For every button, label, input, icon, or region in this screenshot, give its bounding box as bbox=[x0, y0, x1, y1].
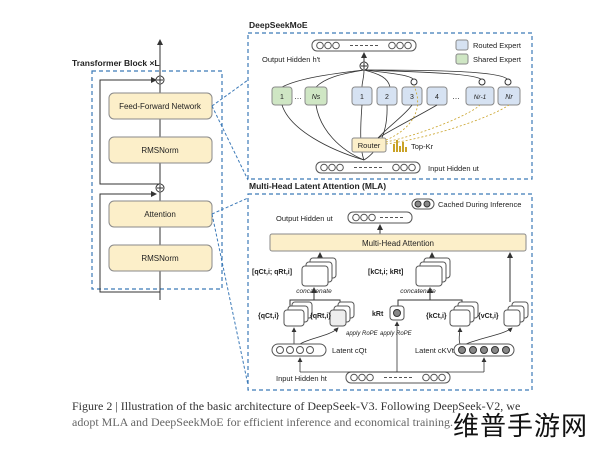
rmsnorm-label-2: RMSNorm bbox=[141, 254, 179, 263]
routed-expert-1-label: 1 bbox=[360, 94, 364, 101]
mla-output-vector bbox=[347, 211, 413, 224]
rmsnorm-label-1: RMSNorm bbox=[141, 146, 179, 155]
kr-label: kRt bbox=[372, 311, 384, 318]
transformer-block-frame bbox=[91, 70, 223, 290]
shared-ellipsis: … bbox=[294, 92, 302, 101]
latent-ckv-label: Latent cKVt bbox=[415, 346, 455, 355]
mla-output-hidden-label: Output Hidden ut bbox=[276, 214, 334, 223]
watermark-logo: 维普手游网 bbox=[452, 412, 588, 442]
latent-cq-label: Latent cQt bbox=[332, 346, 368, 355]
moe-title: DeepSeekMoE bbox=[249, 20, 308, 30]
caption-line-2: adopt MLA and DeepSeekMoE for efficient … bbox=[72, 415, 453, 429]
routed-expert-3-label: 3 bbox=[410, 94, 414, 101]
routed-expert-nr-label: Nr bbox=[505, 94, 513, 101]
topk-bars-icon bbox=[393, 140, 407, 152]
qr-label: {qRt,i} bbox=[310, 313, 331, 320]
topk-label: Top-Kr bbox=[411, 142, 434, 151]
shared-expert-1-label: 1 bbox=[280, 94, 284, 101]
transformer-block-title: Transformer Block ×L bbox=[72, 58, 160, 68]
k-concat-stack bbox=[415, 257, 451, 287]
kc-label: {kCt,i} bbox=[426, 313, 447, 320]
q-apply-rope-label: apply RoPE bbox=[346, 331, 379, 337]
caption-line-1: Figure 2 | Illustration of the basic arc… bbox=[72, 399, 521, 413]
attention-label: Attention bbox=[144, 210, 176, 219]
routed-expert-nr-1-label: Nr-1 bbox=[474, 94, 487, 101]
k-concatenate-label: concatenate bbox=[400, 288, 436, 295]
qr-stack bbox=[329, 301, 355, 327]
latent-cq-vector bbox=[271, 343, 327, 357]
cached-icon bbox=[411, 198, 435, 210]
q-concat-label: [qCt,i; qRt,i] bbox=[252, 269, 292, 276]
vc-stack bbox=[503, 301, 529, 327]
legend-routed-swatch bbox=[455, 39, 469, 51]
mla-frame bbox=[247, 193, 533, 391]
router-label: Router bbox=[358, 141, 381, 150]
vc-label: {vCt,i} bbox=[478, 313, 499, 320]
shared-expert-ns-label: Ns bbox=[312, 94, 321, 101]
moe-output-vector bbox=[311, 39, 417, 52]
legend-shared-swatch bbox=[455, 53, 469, 65]
k-apply-rope-label: apply RoPE bbox=[380, 331, 413, 337]
moe-input-hidden-label: Input Hidden ut bbox=[428, 164, 480, 173]
routed-expert-2-label: 2 bbox=[385, 94, 389, 101]
legend-routed-label: Routed Expert bbox=[473, 41, 522, 50]
kc-stack bbox=[449, 301, 479, 327]
qc-stack bbox=[283, 301, 313, 327]
latent-ckv-vector bbox=[453, 343, 515, 357]
mha-label: Multi-Head Attention bbox=[362, 239, 434, 248]
routed-expert-4-label: 4 bbox=[435, 94, 439, 101]
moe-input-vector bbox=[315, 161, 421, 174]
mla-input-vector bbox=[345, 371, 451, 384]
mla-input-hidden-label: Input Hidden ht bbox=[276, 374, 328, 383]
ffn-label: Feed-Forward Network bbox=[119, 102, 202, 111]
mha-box bbox=[269, 233, 527, 252]
router-box bbox=[351, 137, 387, 153]
rmsnorm-box-2 bbox=[108, 244, 213, 272]
k-concat-label: [kCt,i; kRt] bbox=[368, 269, 403, 276]
mla-title: Multi-Head Latent Attention (MLA) bbox=[249, 181, 386, 191]
gate-icon bbox=[410, 78, 512, 86]
moe-frame bbox=[247, 32, 533, 180]
cached-label: Cached During Inference bbox=[438, 200, 521, 209]
legend-shared-label: Shared Expert bbox=[473, 55, 522, 64]
moe-output-hidden-label: Output Hidden h′t bbox=[262, 55, 321, 64]
figure-caption: Figure 2 | Illustration of the basic arc… bbox=[72, 398, 552, 430]
q-concat-stack bbox=[301, 257, 337, 287]
routed-ellipsis: … bbox=[452, 92, 460, 101]
qc-label: {qCt,i} bbox=[258, 313, 279, 320]
kr-cached-icon bbox=[393, 309, 401, 317]
rmsnorm-box-1 bbox=[108, 136, 213, 164]
